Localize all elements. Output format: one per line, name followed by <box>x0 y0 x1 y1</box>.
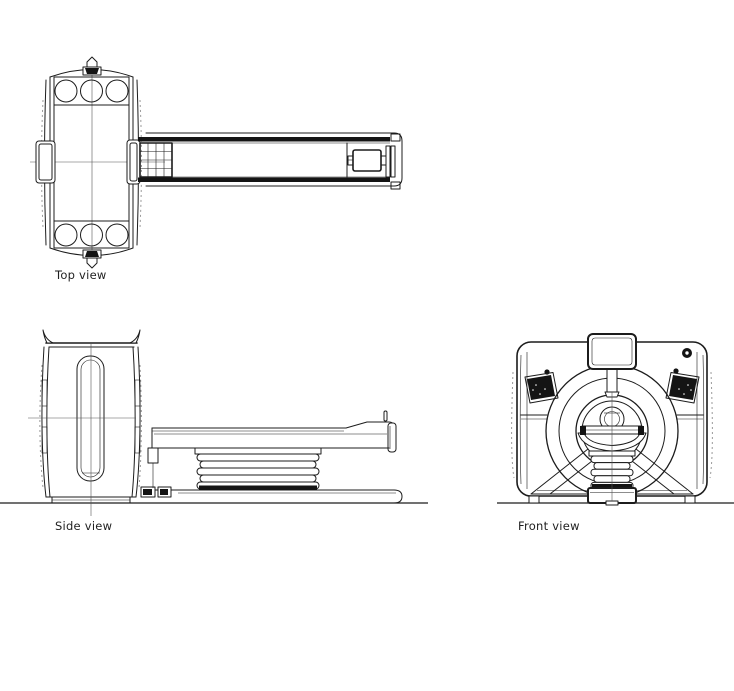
gantry-side-slot <box>76 355 105 482</box>
gantry-horn-left <box>42 329 54 344</box>
gantry-foot-left <box>528 495 540 504</box>
table-base-side <box>149 489 403 504</box>
top-view-drawing <box>30 56 403 269</box>
gantry-side-view <box>28 329 142 516</box>
table-control-box <box>352 149 382 172</box>
table-handle-pin <box>383 410 388 422</box>
table-foot-end <box>347 133 401 190</box>
tabletop-side-view <box>147 410 397 488</box>
patient-table-side-view <box>140 410 403 504</box>
table-gantry-bracket <box>126 139 141 185</box>
bellows-side-view <box>194 447 322 490</box>
gantry-foot-right <box>684 495 696 504</box>
bellows-strap <box>199 485 317 490</box>
front-view-label: Front view <box>518 519 580 533</box>
control-panel-left <box>524 372 559 404</box>
gantry-top-marker <box>86 56 98 68</box>
monitor-screen <box>587 333 637 370</box>
table-head-cushion-grid <box>139 142 173 178</box>
gantry-monitor <box>587 333 637 398</box>
gantry-top-view <box>35 56 142 269</box>
gantry-side-panel-left <box>35 140 56 184</box>
front-view-drawing <box>497 333 734 506</box>
top-view-label: Top view <box>55 268 107 282</box>
side-view-drawing <box>0 329 428 516</box>
table-rail-band-bottom <box>138 177 390 182</box>
patient-table-top-view <box>126 132 403 190</box>
indicator-dot-right <box>673 368 679 374</box>
table-front-view <box>528 392 696 506</box>
monitor-stand <box>606 368 618 393</box>
gantry-horn-right <box>129 329 141 344</box>
gantry-bottom-marker <box>86 257 98 269</box>
control-panel-right <box>665 372 700 404</box>
table-rail-band-top <box>138 137 390 142</box>
side-view-label: Side view <box>55 519 113 533</box>
